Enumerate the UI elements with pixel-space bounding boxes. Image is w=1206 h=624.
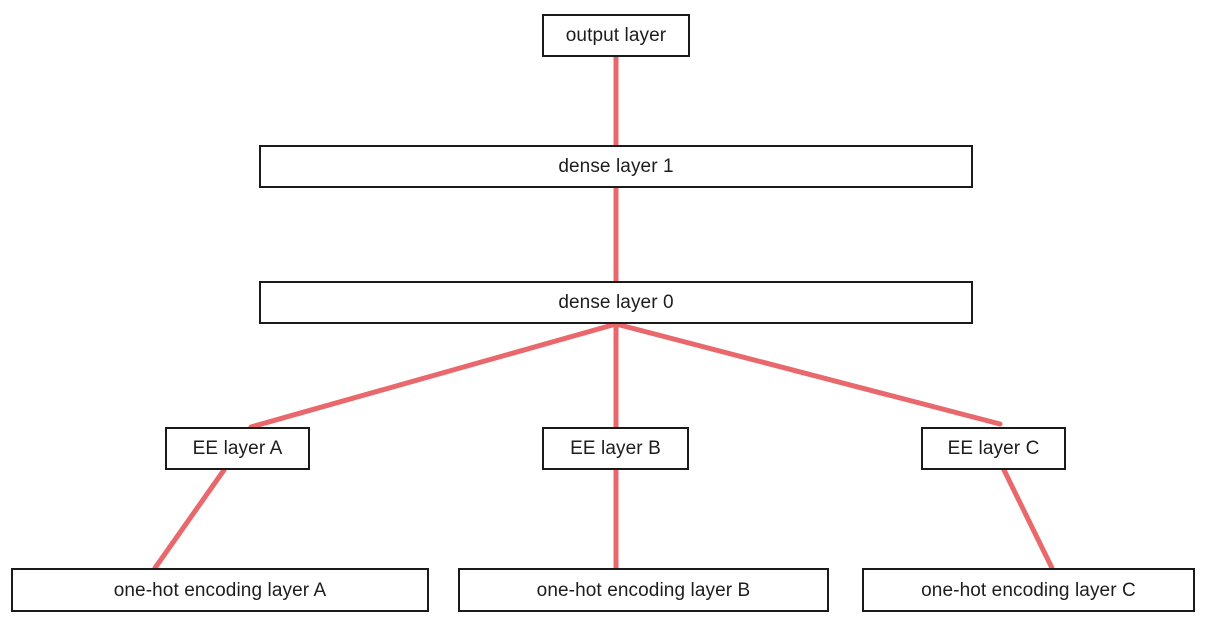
node-ee-layer-c[interactable]: EE layer C (921, 427, 1066, 470)
node-output-layer[interactable]: output layer (542, 14, 690, 57)
edge-ee-layer-a-to-dense-layer-0 (248, 321, 619, 430)
node-label-one-hot-encoding-layer-a: one-hot encoding layer A (113, 579, 327, 601)
node-label-dense-layer-1: dense layer 1 (558, 156, 674, 177)
node-label-dense-layer-0: dense layer 0 (558, 292, 674, 313)
node-label-one-hot-encoding-layer-c: one-hot encoding layer C (921, 579, 1136, 601)
node-label-output-layer: output layer (565, 25, 667, 46)
node-dense-layer-0[interactable]: dense layer 0 (259, 281, 973, 324)
node-label-ee-layer-a: EE layer A (192, 438, 283, 459)
edge-one-hot-encoding-layer-c-to-ee-layer-c (1001, 467, 1055, 571)
node-ee-layer-a[interactable]: EE layer A (165, 427, 310, 470)
edge-one-hot-encoding-layer-a-to-ee-layer-a (152, 467, 227, 571)
node-dense-layer-1[interactable]: dense layer 1 (259, 145, 973, 188)
node-ee-layer-b[interactable]: EE layer B (542, 427, 689, 470)
node-one-hot-encoding-layer-c[interactable]: one-hot encoding layer C (862, 568, 1195, 612)
node-label-one-hot-encoding-layer-b: one-hot encoding layer B (536, 579, 751, 601)
node-one-hot-encoding-layer-b[interactable]: one-hot encoding layer B (458, 568, 829, 612)
node-label-ee-layer-b: EE layer B (570, 438, 661, 459)
node-label-ee-layer-c: EE layer C (947, 438, 1040, 459)
node-one-hot-encoding-layer-a[interactable]: one-hot encoding layer A (11, 568, 429, 612)
edge-ee-layer-c-to-dense-layer-0 (613, 321, 1003, 427)
